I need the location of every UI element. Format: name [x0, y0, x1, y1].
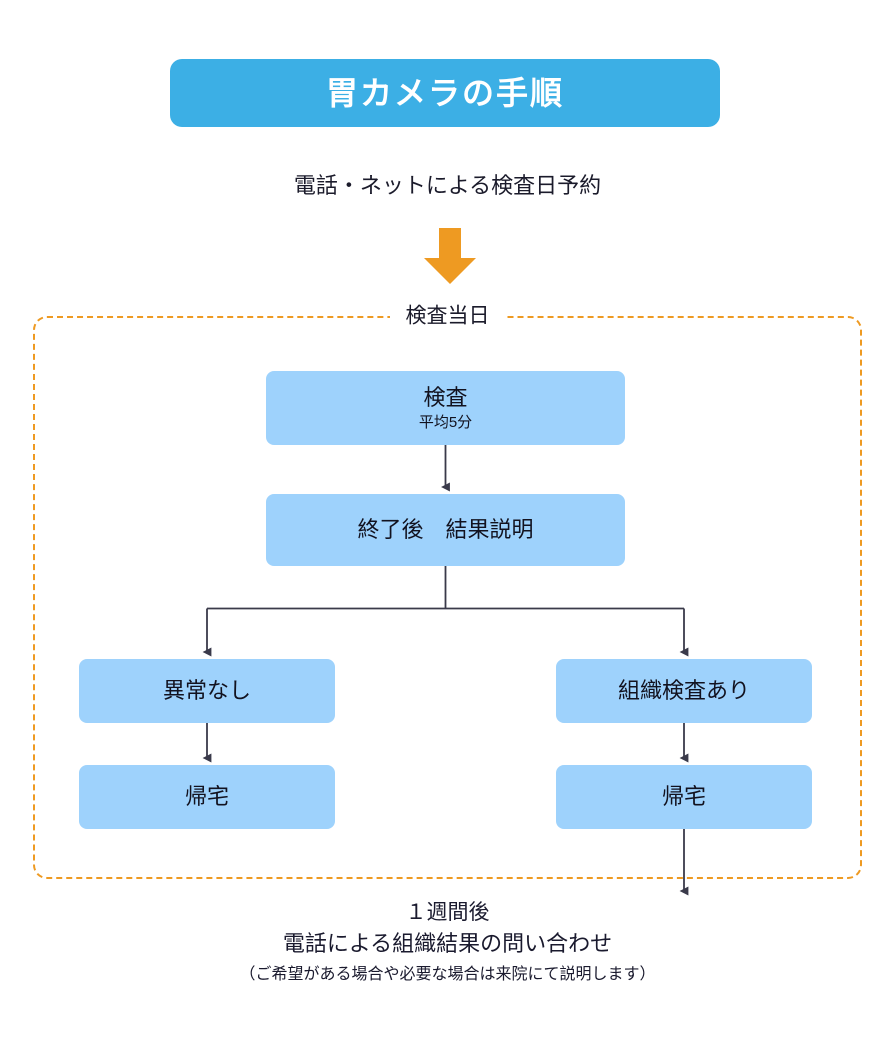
followup-parenthetical: （ご希望がある場合や必要な場合は来院にて説明します） [239, 966, 656, 984]
followup-timing: １週間後 [405, 901, 490, 924]
process-box-exam-title: 検査 [423, 385, 468, 410]
followup-action: 電話による組織結果の問い合わせ [282, 931, 613, 957]
reservation-step-label: 電話・ネットによる検査日予約 [293, 173, 602, 198]
page-title: 胃カメラの手順 [325, 75, 564, 111]
process-box-go-home-left-title: 帰宅 [184, 784, 229, 810]
process-box-go-home-left: 帰宅 [79, 765, 335, 829]
exam-day-group-label: 検査当日 [389, 302, 506, 330]
process-box-exam-subtitle: 平均5分 [418, 413, 473, 431]
process-box-tissue-exam-title: 組織検査あり [617, 678, 750, 704]
process-box-no-abnormality: 異常なし [79, 659, 335, 723]
process-box-go-home-right-title: 帰宅 [661, 784, 706, 810]
process-box-result-explanation: 終了後 結果説明 [266, 494, 625, 566]
process-box-no-abnormality-title: 異常なし [162, 678, 251, 704]
followup-note: １週間後 電話による組織結果の問い合わせ （ご希望がある場合や必要な場合は来院に… [0, 898, 895, 988]
process-box-exam: 検査 平均5分 [266, 371, 625, 445]
process-box-result-explanation-title: 終了後 結果説明 [357, 517, 534, 543]
process-box-go-home-right: 帰宅 [556, 765, 812, 829]
down-block-arrow-icon [424, 228, 476, 284]
page-title-banner: 胃カメラの手順 [170, 59, 720, 127]
process-box-tissue-exam: 組織検査あり [556, 659, 812, 723]
